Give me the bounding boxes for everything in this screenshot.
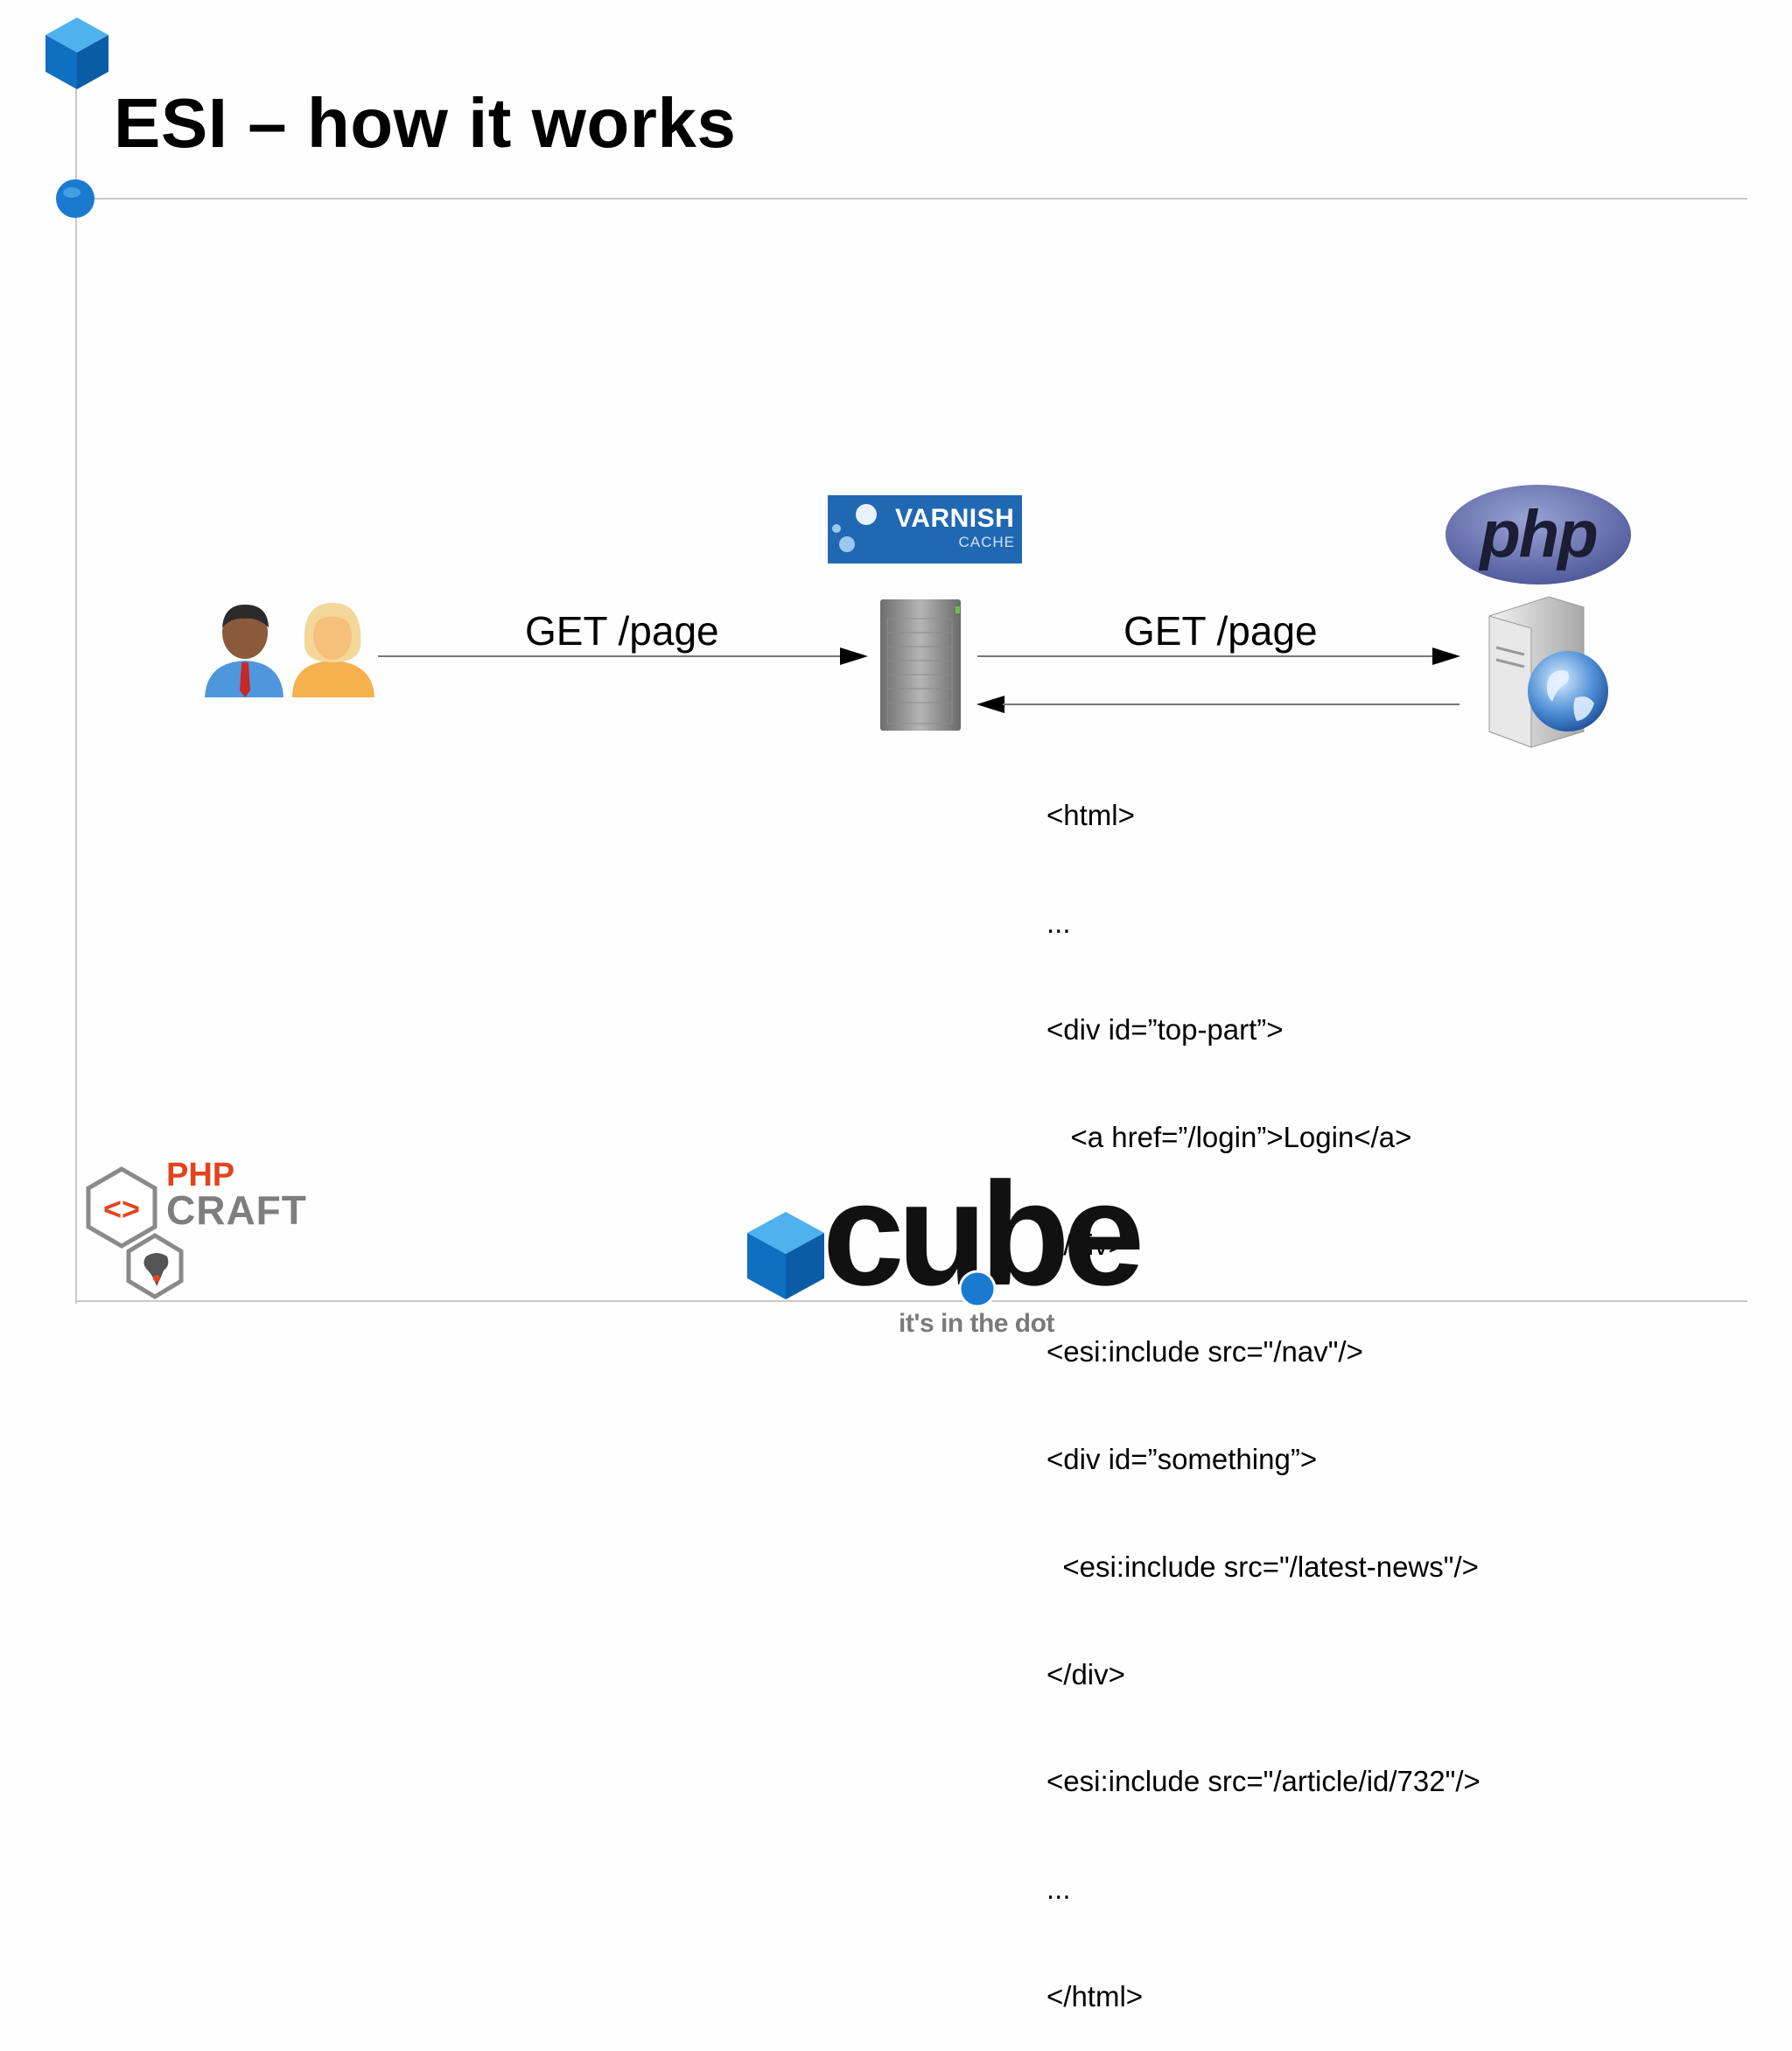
response-arrow (976, 696, 1460, 713)
code-line: </div> (1046, 1228, 1125, 1261)
cube-logo-tagline: it's in the dot (899, 1309, 1054, 1338)
web-server-globe-icon (1488, 596, 1608, 748)
php-logo-ellipse (1446, 485, 1631, 584)
varnish-logo-name: VARNISH (895, 504, 1015, 533)
php-logo-text: php (1480, 497, 1598, 571)
cube-logo-icon (747, 1212, 824, 1299)
users-icon (205, 603, 374, 697)
code-line: <div id=”top-part”> (1046, 1013, 1284, 1046)
slide-title: ESI – how it works (114, 84, 737, 162)
brand-cube-icon (46, 18, 108, 89)
response-html-code: <html> ... <div id=”top-part”> <a href=”… (1046, 726, 1480, 2051)
code-line: <html> (1046, 798, 1135, 831)
rule-dot-icon (56, 179, 94, 218)
svg-text:<>: <> (103, 1191, 140, 1227)
request-arrow-2 (977, 648, 1460, 665)
code-line: <div id=”something”> (1046, 1443, 1318, 1476)
code-line: </html> (1046, 1979, 1144, 2012)
request-label-2: GET /page (1124, 608, 1318, 654)
code-line: <esi:include src="/nav"/> (1046, 1335, 1363, 1368)
php-logo: php (1444, 483, 1633, 586)
varnish-logo-subtitle: CACHE (958, 534, 1015, 550)
code-line: ... (1046, 906, 1071, 939)
code-line: <a href=”/login”>Login</a> (1046, 1120, 1412, 1153)
request-arrow-1 (378, 648, 868, 665)
slide-frame (75, 88, 1747, 1304)
phpcraft-logo-craft: CRAFT (166, 1187, 307, 1233)
varnish-cache-logo: VARNISH CACHE (828, 495, 1022, 564)
code-line: ... (1046, 1872, 1071, 1905)
phpcraft-logo-php: PHP (166, 1157, 235, 1194)
phpcraft-hexagon-logo: <> (86, 1166, 184, 1299)
request-label-1: GET /page (525, 608, 719, 654)
code-line: <esi:include src="/article/id/732"/> (1046, 1765, 1480, 1798)
code-line: <esi:include src="/latest-news"/> (1046, 1550, 1479, 1583)
varnish-server-icon (880, 599, 961, 731)
cube-logo-dot-icon (958, 1270, 997, 1308)
code-line: </div> (1046, 1657, 1125, 1690)
bubbles-icon (832, 504, 877, 552)
